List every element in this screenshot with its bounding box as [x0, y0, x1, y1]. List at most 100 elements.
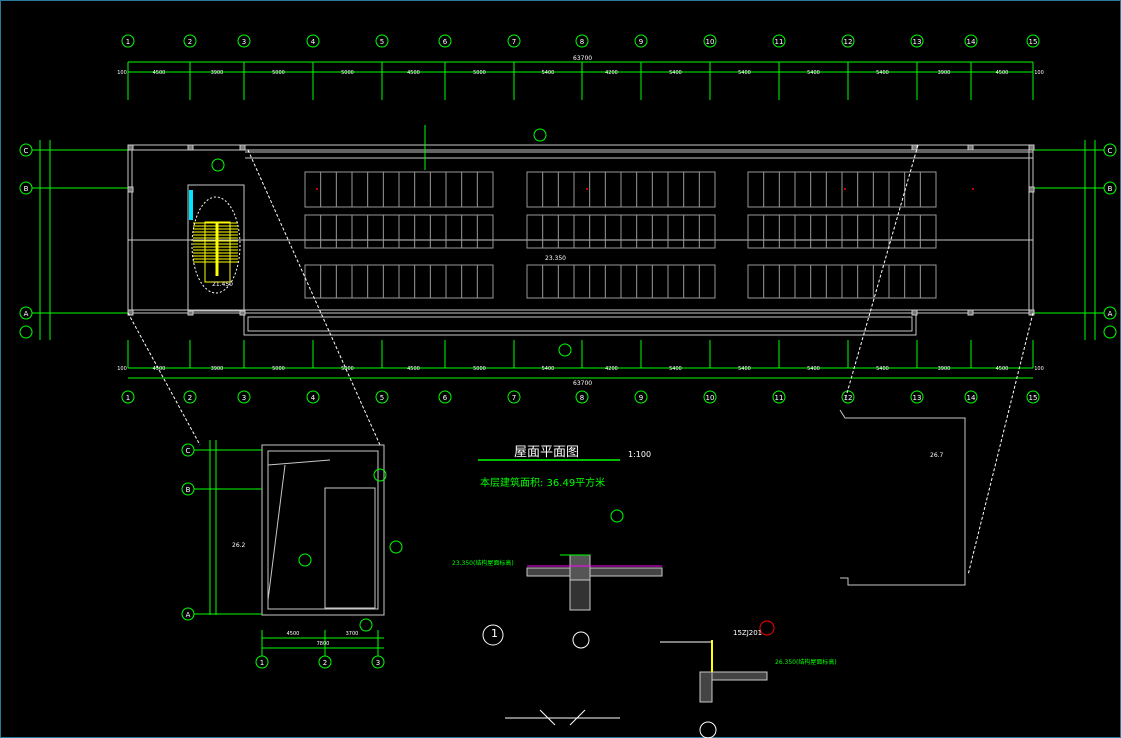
detail-callout-line — [247, 149, 381, 446]
column-axis-label: 4 — [311, 38, 316, 46]
bay-dimension: 3900 — [211, 366, 224, 372]
column-axis-bubble — [634, 390, 648, 404]
detail-label: 23.350(结构屋面标高) — [452, 560, 514, 567]
column-axis-label: 12 — [844, 38, 853, 46]
column-axis-bubble — [183, 34, 197, 48]
elevation-label: 23.350 — [545, 255, 566, 262]
detail-row-axis-label: B — [186, 486, 191, 494]
bay-dimension: 4200 — [605, 70, 618, 76]
column-axis-bubble — [507, 34, 521, 48]
column-axis-label: 1 — [126, 38, 130, 46]
bay-dimension: 5400 — [807, 70, 820, 76]
section-mark-bubble — [359, 618, 373, 632]
inner-wall — [131, 149, 1030, 311]
column-axis-bubble — [121, 390, 135, 404]
column-axis-bubble — [772, 34, 786, 48]
bay-dimension: 5400 — [542, 70, 555, 76]
column-axis-bubble — [1026, 390, 1040, 404]
bay-dimension: 100 — [1034, 70, 1044, 76]
bay-dimension: 4500 — [153, 70, 166, 76]
column-axis-label: 12 — [844, 394, 853, 402]
bay-dimension: 5000 — [272, 70, 285, 76]
column — [127, 309, 134, 316]
bay-dimension: 3900 — [211, 70, 224, 76]
column-axis-bubble — [438, 34, 452, 48]
bay-dimension: 3900 — [938, 70, 951, 76]
column-axis-bubble — [634, 34, 648, 48]
bay-dimension: 3900 — [938, 366, 951, 372]
column — [1028, 186, 1035, 193]
column-axis-label: 15 — [1029, 38, 1038, 46]
detail-line — [569, 709, 586, 726]
column-axis-label: 10 — [706, 38, 715, 46]
column-axis-bubble — [575, 390, 589, 404]
wall-section — [699, 671, 713, 703]
row-axis-left-label: A — [24, 310, 29, 318]
column — [1028, 309, 1035, 316]
column-axis-bubble — [438, 390, 452, 404]
column-axis-bubble — [237, 390, 251, 404]
column — [239, 309, 246, 316]
marker-dot — [844, 188, 846, 190]
column — [127, 144, 134, 151]
bay-dimension: 5400 — [542, 366, 555, 372]
bay-dimension: 5400 — [807, 366, 820, 372]
column-axis-label: 8 — [580, 38, 584, 46]
stair-slope — [267, 464, 286, 601]
section-mark-bubble — [298, 553, 312, 567]
section-mark-bubble — [533, 128, 547, 142]
stair-room — [324, 487, 376, 609]
column-axis-label: 4 — [311, 394, 316, 402]
detail-dimension: 3700 — [346, 631, 359, 637]
column — [187, 144, 194, 151]
column-axis-bubble — [237, 34, 251, 48]
column-axis-label: 10 — [706, 394, 715, 402]
roof-slab — [526, 567, 663, 577]
detail-number-circle — [482, 624, 504, 646]
column-axis-label: 8 — [580, 394, 584, 402]
marker-dot — [316, 188, 318, 190]
column-axis-bubble — [964, 390, 978, 404]
bay-dimension: 100 — [117, 70, 127, 76]
column-axis-label: 2 — [188, 394, 192, 402]
slab-section — [711, 671, 768, 681]
marker-dot — [972, 188, 974, 190]
column-axis-label: 3 — [242, 38, 246, 46]
column — [239, 144, 246, 151]
bay-dimension: 5000 — [341, 366, 354, 372]
elevation-label: 21.450 — [212, 281, 233, 288]
column-axis-label: 2 — [188, 38, 192, 46]
callout-circle — [759, 620, 775, 636]
stair-detail-inner — [267, 450, 379, 610]
row-axis-right-bubble — [1103, 325, 1117, 339]
bay-dimension: 5400 — [738, 70, 751, 76]
bay-dimension: 5400 — [738, 366, 751, 372]
column-axis-bubble — [183, 390, 197, 404]
bay-dimension: 4500 — [996, 70, 1009, 76]
stair-core — [187, 184, 245, 312]
section-mark-bubble — [558, 343, 572, 357]
column-axis-bubble — [772, 390, 786, 404]
detail-line — [539, 709, 556, 726]
row-axis-left-label: C — [24, 147, 29, 155]
detail-callout-line — [844, 144, 919, 401]
axis-bubble — [572, 631, 590, 649]
stair-slope — [267, 459, 331, 466]
stair-landing-outline — [191, 196, 241, 294]
marker-dot — [586, 188, 588, 190]
row-axis-right-label: B — [1108, 185, 1113, 193]
column-axis-bubble — [306, 390, 320, 404]
detail-dimension: 4500 — [287, 631, 300, 637]
row-axis-left-bubble — [19, 325, 33, 339]
column-axis-bubble — [1026, 34, 1040, 48]
axis-bubble — [699, 721, 717, 738]
section-mark-bubble — [211, 158, 225, 172]
detail-dimension: 7800 — [317, 641, 330, 647]
bay-dimension: 4500 — [153, 366, 166, 372]
column — [1028, 144, 1035, 151]
column-axis-label: 9 — [639, 394, 643, 402]
detail-callout-line — [967, 312, 1034, 576]
column-axis-bubble — [703, 34, 717, 48]
drawing-title: 屋面平面图 — [514, 445, 580, 460]
column-axis-label: 11 — [775, 394, 784, 402]
